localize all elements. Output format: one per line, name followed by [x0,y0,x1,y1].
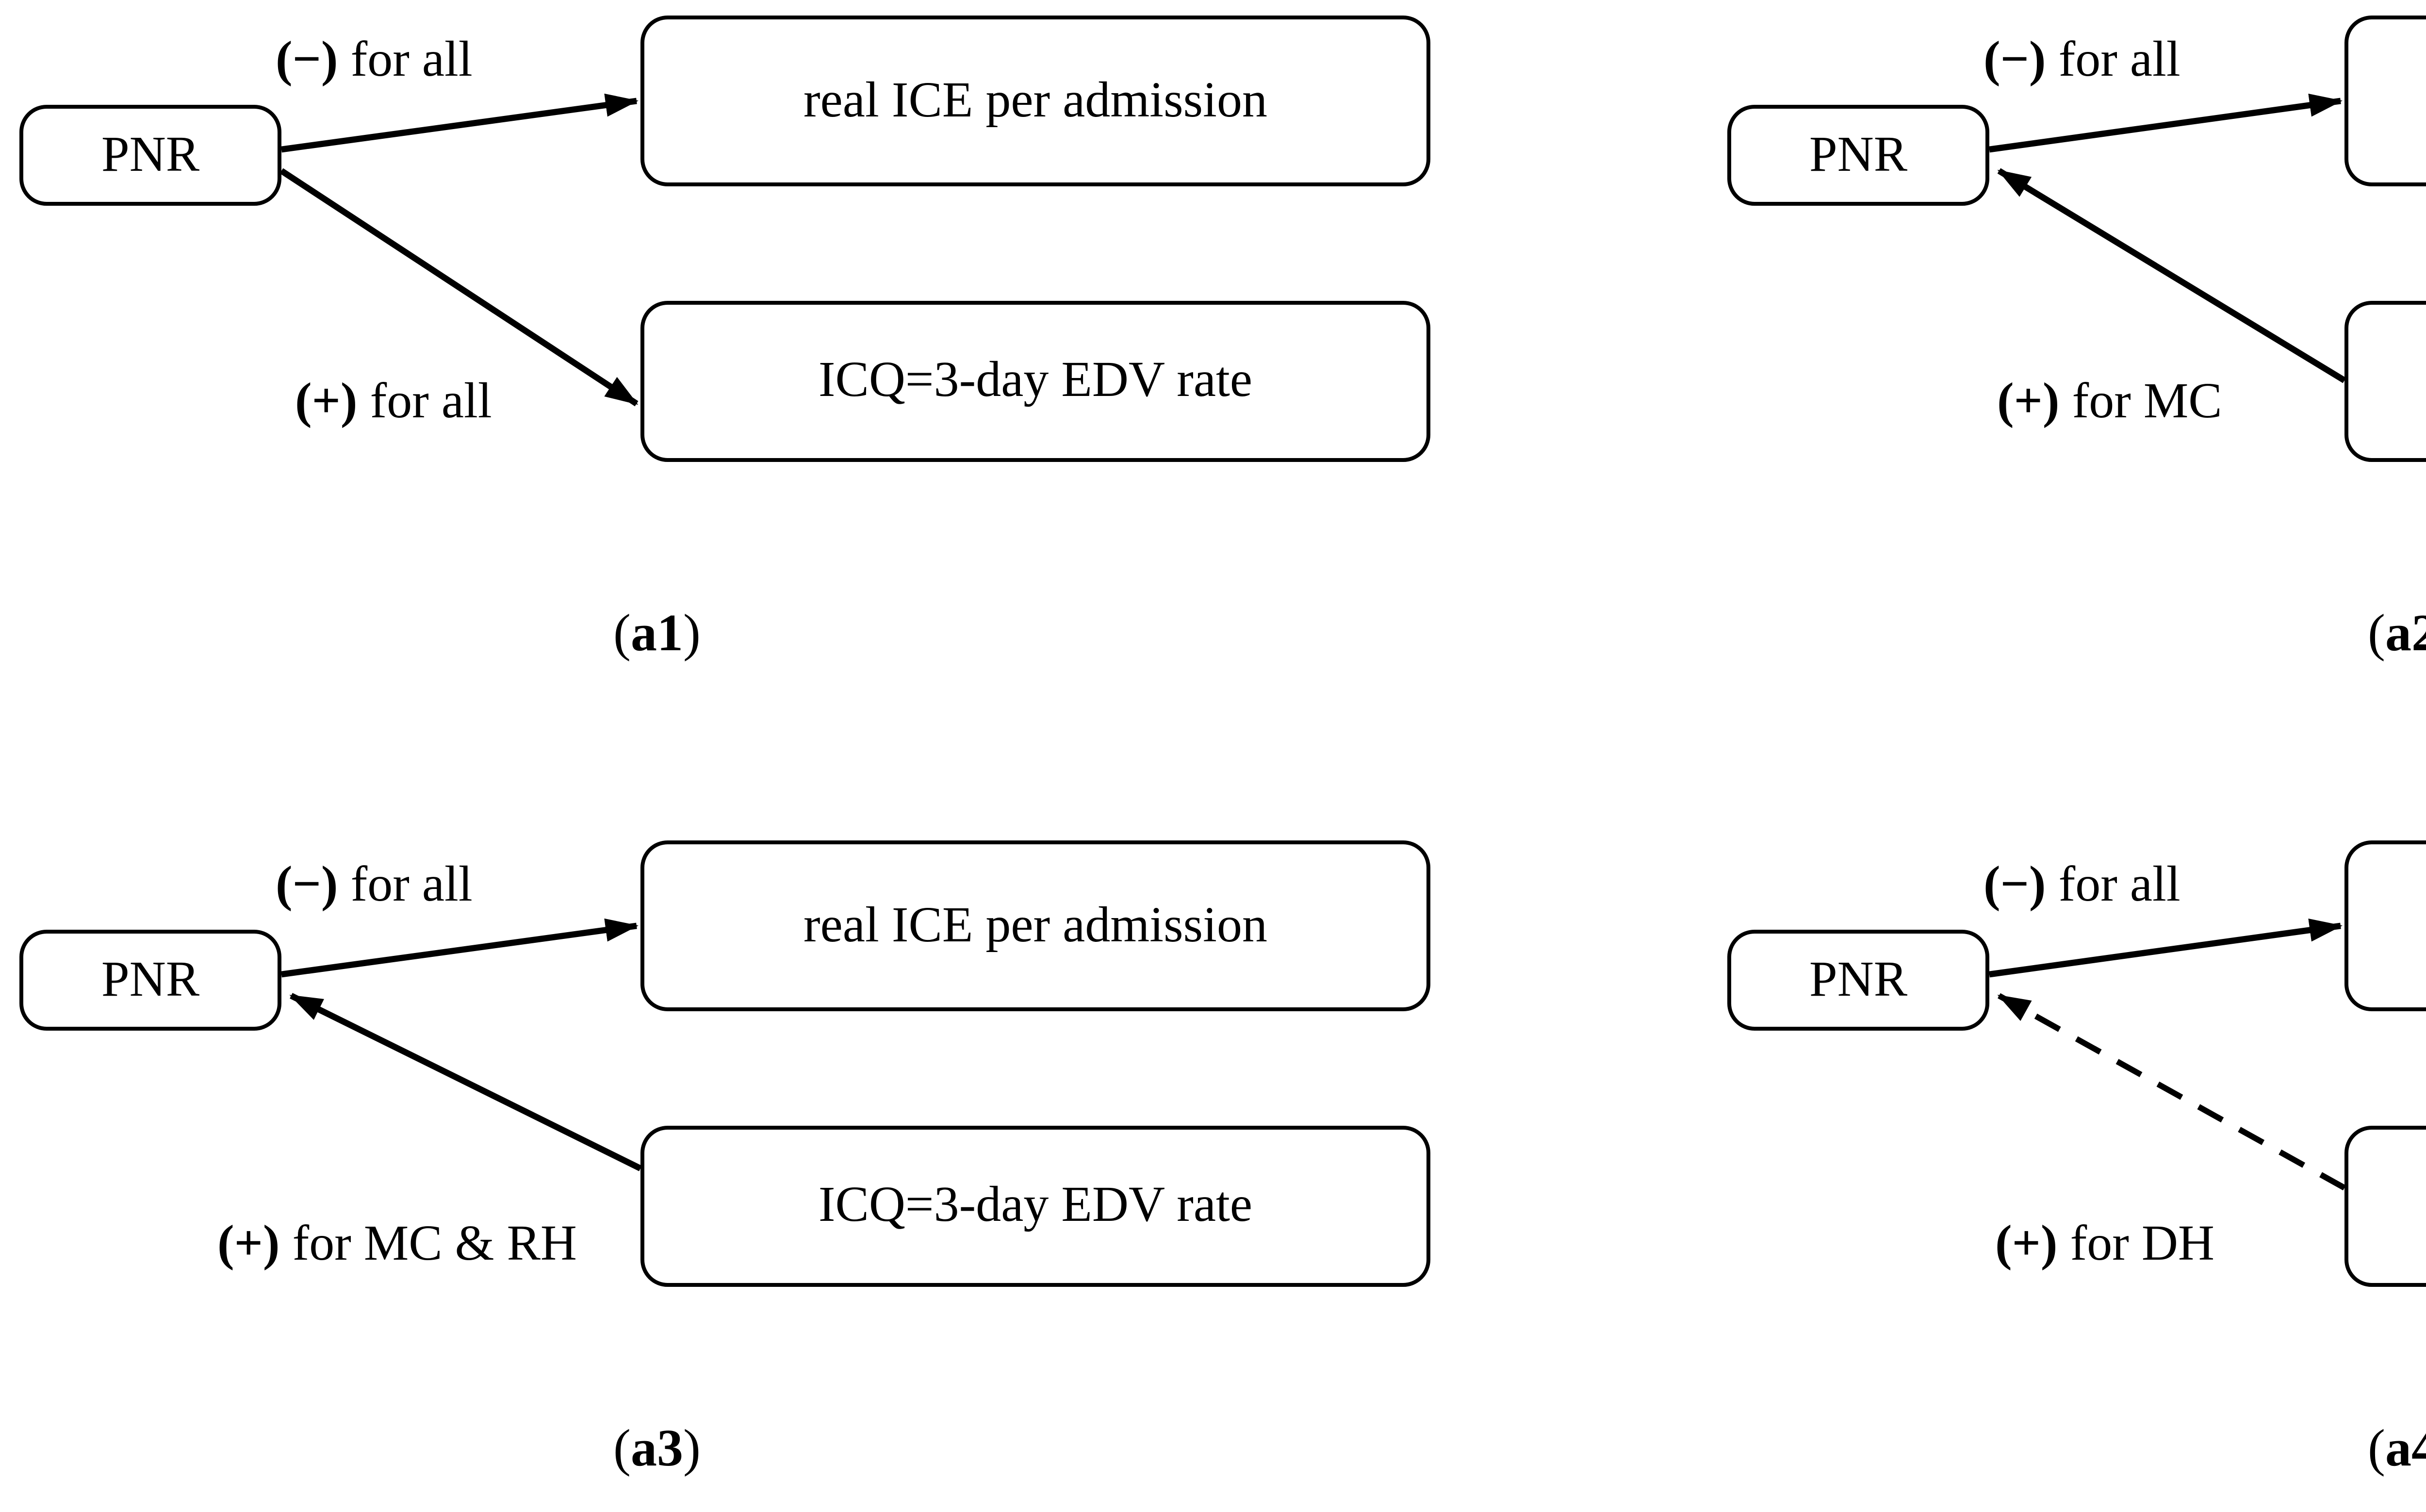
caption-label: a3 [631,1419,683,1477]
arrow-a1-pnr-to-ice [281,93,639,153]
outcome-box: real ICE per admission [2344,16,2426,186]
edge-text: for all [2058,31,2180,87]
outcome-box: real ICE per admission [640,840,1430,1011]
caption-paren: ( [2368,604,2385,662]
edge-text: for MC & RH [292,1215,577,1271]
outcome-box: real ICE per admission [640,16,1430,186]
icq-box: ICQ=3-day EDV rate [640,1126,1430,1287]
edge-sign: (−) [276,31,338,87]
caption-paren: ( [613,604,631,662]
arrow-a2-icq-to-pnr [1997,168,2346,383]
caption-paren: ( [613,1419,631,1477]
icq-box: ICQ=3-day EDV rate [640,301,1430,462]
edge-label: (−) for all [276,31,473,89]
caption-paren: ) [683,1419,701,1477]
arrow-a4-icq-to-pnr-dashed [1997,993,2346,1191]
arrow-a3-pnr-to-ice [281,918,639,978]
edge-text: for all [370,373,492,429]
edge-label: (+) for MC & RH [217,1215,577,1273]
edge-sign: (+) [1997,373,2060,429]
arrow-a4-pnr-to-ice [1989,918,2343,978]
arrow-a2-pnr-to-ice [1989,93,2343,153]
edge-label: (−) for all [1983,856,2180,914]
edge-sign: (+) [1995,1215,2058,1271]
edge-text: for all [350,856,473,912]
edge-sign: (−) [276,856,338,912]
edge-text: for all [2058,856,2180,912]
caption-paren: ) [683,604,701,662]
arrow-a3-icq-to-pnr [289,993,642,1171]
panel-caption: (a3) [613,1417,701,1479]
edge-sign: (−) [1983,31,2046,87]
panel-caption: (a4) [2368,1417,2426,1479]
edge-label: (−) for all [276,856,473,914]
icq-box: ICQ=3-day EDV rate [2344,301,2426,462]
arrow-a1-pnr-to-icq [279,168,639,407]
pnr-node: PNR [19,105,281,206]
edge-label: (+) for MC [1997,373,2222,431]
caption-label: a4 [2385,1419,2426,1477]
edge-label: (−) for all [1983,31,2180,89]
pnr-node: PNR [1727,930,1989,1031]
edge-text: for MC [2072,373,2222,429]
panel-caption: (a2) [2368,602,2426,664]
caption-label: a2 [2385,604,2426,662]
icq-box: ICQ=14-day readmission rate [2344,1126,2426,1287]
edge-sign: (−) [1983,856,2046,912]
caption-paren: ( [2368,1419,2385,1477]
pnr-node: PNR [1727,105,1989,206]
edge-sign: (+) [295,373,358,429]
outcome-box: real ICE per admission [2344,840,2426,1011]
caption-label: a1 [631,604,683,662]
edge-sign: (+) [217,1215,280,1271]
edge-text: for DH [2070,1215,2215,1271]
pnr-node: PNR [19,930,281,1031]
panel-caption: (a1) [613,602,701,664]
edge-label: (+) for DH [1995,1215,2214,1273]
edge-label: (+) for all [295,373,492,431]
edge-text: for all [350,31,473,87]
